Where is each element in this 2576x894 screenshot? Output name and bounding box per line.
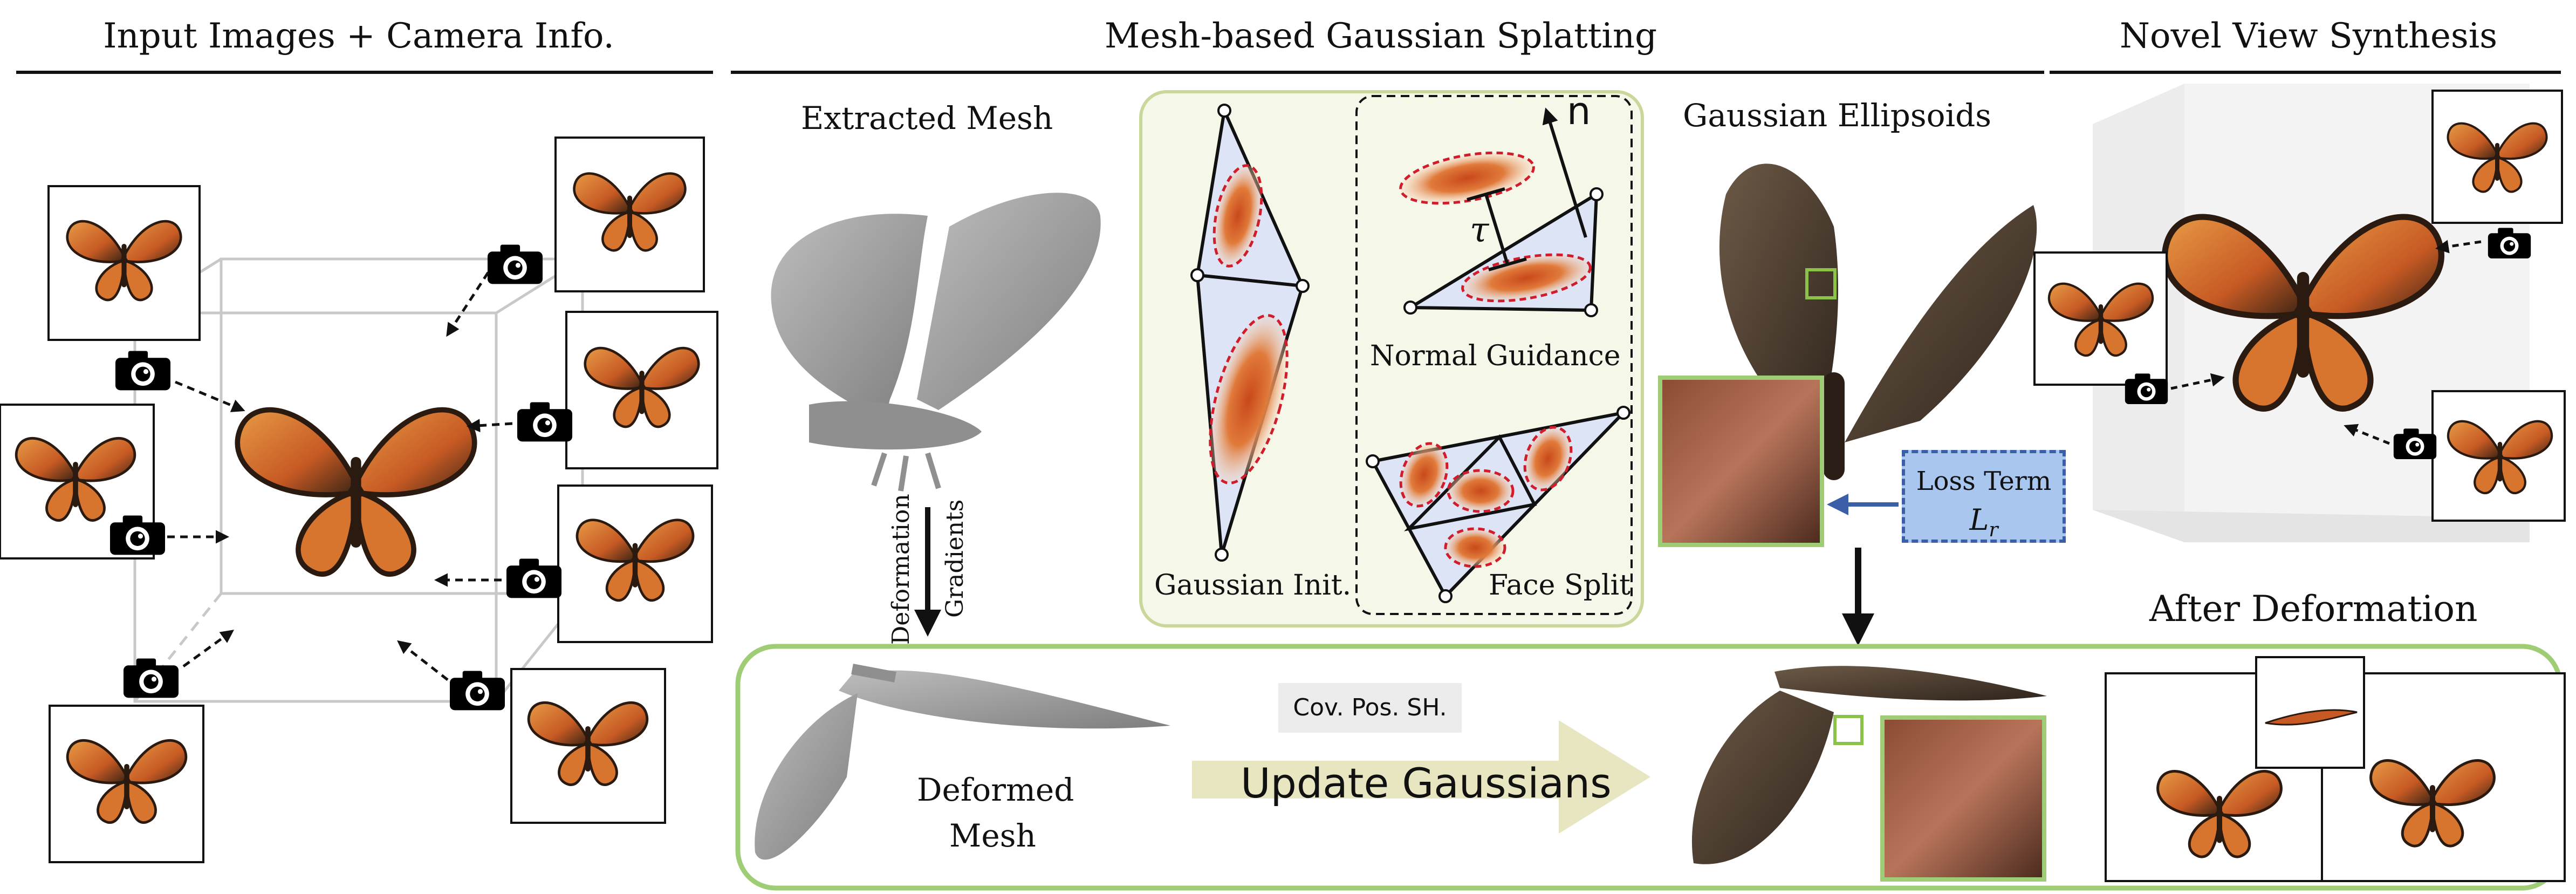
- camera-icon: [506, 558, 562, 598]
- deformed-mesh-shape: [755, 664, 1170, 860]
- center-butterfly-image: [237, 410, 474, 574]
- normal-arrow: [1542, 107, 1587, 238]
- zoom-marker: [1833, 715, 1864, 745]
- label-deformed-mesh-1: Deformed: [917, 772, 1074, 808]
- update-gaussians-label: Update Gaussians: [1241, 759, 1612, 807]
- label-face-split: Face Split: [1489, 569, 1631, 602]
- loss-symbol: L: [1969, 503, 1989, 537]
- camera-icon: [487, 244, 543, 284]
- label-after-deformation: After Deformation: [2149, 588, 2478, 630]
- camera-icon: [123, 658, 179, 698]
- section-title-mgs: Mesh-based Gaussian Splatting: [1104, 16, 1657, 56]
- label-gaussian-ellipsoids: Gaussian Ellipsoids: [1683, 97, 1991, 134]
- zoom-marker: [1805, 268, 1837, 299]
- label-deformation: Deformation: [887, 494, 915, 645]
- loss-term-box: Loss Term Lr: [1902, 450, 2066, 543]
- method-subpanel: [1355, 95, 1633, 615]
- section-title-nvs: Novel View Synthesis: [2119, 16, 2498, 56]
- label-tau: τ: [1470, 210, 1489, 250]
- gaussian-ellipsoids-image: [1719, 163, 2037, 480]
- closeup-image: [1880, 715, 2046, 882]
- loss-term-label: Loss Term: [1916, 466, 2052, 496]
- gaussian-attribute-tags: Cov. Pos. SH.: [1278, 683, 1462, 733]
- closeup-image: [1658, 376, 1824, 547]
- label-deformed-mesh-2: Mesh: [949, 817, 1036, 854]
- loss-subscript: r: [1989, 518, 1998, 541]
- label-gaussian-init: Gaussian Init.: [1154, 569, 1352, 602]
- extracted-mesh-shape: [771, 193, 1101, 492]
- after-deformation-frames: [2105, 656, 2566, 882]
- camera-icon: [517, 402, 573, 442]
- loss-term-symbol: Lr: [1905, 503, 2063, 541]
- label-gradients: Gradients: [941, 499, 969, 618]
- section-title-input: Input Images + Camera Info.: [103, 16, 614, 56]
- deformed-gaussian-image: [1691, 666, 2047, 864]
- label-normal-n: n: [1567, 89, 1591, 133]
- camera-icon: [115, 351, 171, 391]
- update-arrow: [1192, 720, 1650, 834]
- label-normal-guidance: Normal Guidance: [1370, 340, 1621, 372]
- label-extracted-mesh: Extracted Mesh: [801, 100, 1053, 137]
